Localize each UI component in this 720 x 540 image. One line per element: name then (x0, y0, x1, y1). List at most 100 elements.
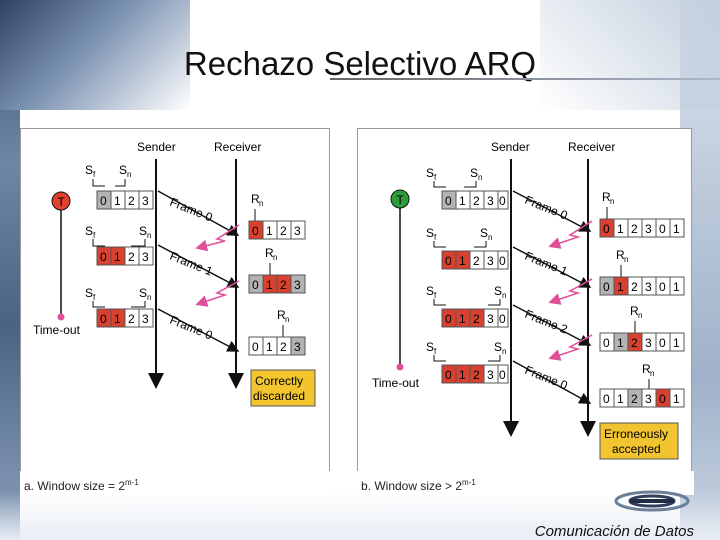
svg-text:f: f (434, 291, 437, 300)
svg-text:n: n (502, 347, 506, 356)
sender-label: Sender (491, 140, 530, 154)
title-underline (330, 78, 720, 80)
sender-window-1: S f S n 0 1 2 3 0 (426, 166, 509, 210)
svg-text:1: 1 (673, 222, 680, 236)
svg-text:n: n (488, 233, 492, 242)
svg-text:1: 1 (266, 340, 273, 354)
sender-window-1: S f S n 0 1 2 3 (85, 163, 154, 210)
svg-text:S: S (480, 226, 488, 240)
svg-text:1: 1 (114, 250, 121, 264)
svg-text:0: 0 (252, 278, 259, 292)
ack-arrow-3 (548, 334, 593, 361)
svg-text:3: 3 (645, 222, 652, 236)
svg-text:2: 2 (631, 392, 638, 406)
timer-icon (51, 191, 71, 211)
svg-text:2: 2 (631, 280, 638, 294)
svg-text:n: n (147, 293, 151, 302)
svg-text:n: n (259, 199, 263, 208)
frame-label-1: Frame 0 (168, 195, 215, 225)
svg-text:0: 0 (445, 254, 452, 268)
svg-text:S: S (426, 340, 434, 354)
svg-text:discarded: discarded (253, 389, 305, 403)
svg-text:S: S (85, 286, 93, 300)
receiver-label: Receiver (214, 140, 261, 154)
svg-text:n: n (273, 253, 277, 262)
svg-text:2: 2 (280, 278, 287, 292)
svg-text:accepted: accepted (612, 442, 661, 456)
background-left-band (0, 0, 20, 540)
svg-text:n: n (610, 197, 614, 206)
svg-text:0: 0 (445, 194, 452, 208)
ack-arrow-2 (548, 278, 593, 305)
svg-text:0: 0 (100, 250, 107, 264)
note-correctly-discarded: Correctly discarded (250, 369, 316, 407)
receiver-label: Receiver (568, 140, 615, 154)
svg-text:0: 0 (659, 336, 666, 350)
frame-arrow-1 (512, 190, 592, 232)
sender-window-3: S f S n 0 1 2 3 (85, 286, 154, 328)
svg-text:2: 2 (128, 194, 135, 208)
svg-text:S: S (85, 163, 93, 177)
svg-text:f: f (93, 170, 96, 179)
svg-text:f: f (93, 293, 96, 302)
svg-text:S: S (139, 224, 147, 238)
svg-text:R: R (602, 190, 611, 204)
svg-text:2: 2 (280, 340, 287, 354)
svg-text:3: 3 (645, 336, 652, 350)
frame-arrow-2 (157, 244, 240, 288)
svg-text:R: R (251, 192, 260, 206)
svg-text:0: 0 (499, 312, 506, 326)
frame-label-2: Frame 1 (523, 249, 570, 279)
svg-text:R: R (616, 248, 625, 262)
svg-text:S: S (139, 286, 147, 300)
svg-text:0: 0 (603, 392, 610, 406)
frame-arrow-2 (512, 246, 592, 288)
svg-text:3: 3 (487, 194, 494, 208)
svg-text:Correctly: Correctly (255, 374, 303, 388)
svg-text:R: R (265, 246, 274, 260)
svg-text:3: 3 (487, 368, 494, 382)
frame-arrow-1 (157, 190, 240, 236)
receiver-window-3: R n 0 1 2 3 (248, 308, 306, 356)
frame-label-4: Frame 0 (523, 363, 570, 393)
svg-text:n: n (147, 231, 151, 240)
ack-arrow-1 (195, 224, 240, 252)
svg-text:1: 1 (266, 278, 273, 292)
background-top-right-decoration (540, 0, 720, 110)
svg-text:S: S (494, 284, 502, 298)
panel-a: Sender Receiver T Time-out S f S n (20, 128, 330, 473)
logo-icon (614, 490, 690, 512)
svg-text:0: 0 (499, 368, 506, 382)
svg-text:3: 3 (487, 312, 494, 326)
svg-text:S: S (426, 166, 434, 180)
svg-text:1: 1 (266, 224, 273, 238)
svg-text:3: 3 (142, 312, 149, 326)
svg-text:0: 0 (445, 368, 452, 382)
svg-text:f: f (434, 173, 437, 182)
svg-text:2: 2 (128, 312, 135, 326)
frame-arrow-3 (512, 304, 592, 346)
timeout-dot (396, 363, 404, 371)
receiver-window-1: R n 0 1 2 3 0 1 (599, 190, 685, 238)
receiver-window-2: R n 0 1 2 3 0 1 (599, 248, 685, 296)
receiver-window-3: R n 0 1 2 3 0 1 (599, 304, 685, 352)
svg-text:f: f (434, 233, 437, 242)
svg-text:3: 3 (645, 280, 652, 294)
svg-text:1: 1 (617, 392, 624, 406)
svg-text:2: 2 (473, 368, 480, 382)
svg-text:T: T (397, 193, 405, 207)
timer-label: T (58, 195, 66, 209)
svg-text:0: 0 (603, 222, 610, 236)
sender-label: Sender (137, 140, 176, 154)
receiver-window-4: R n 0 1 2 3 0 1 (599, 362, 685, 408)
svg-text:0: 0 (659, 392, 666, 406)
svg-text:0: 0 (603, 336, 610, 350)
slide-title: Rechazo Selectivo ARQ (183, 45, 537, 82)
svg-text:2: 2 (473, 194, 480, 208)
svg-text:3: 3 (142, 194, 149, 208)
frame-label-3: Frame 2 (523, 307, 570, 337)
ack-arrow-2 (195, 280, 240, 307)
timer-icon (390, 189, 410, 209)
svg-text:S: S (85, 224, 93, 238)
svg-text:0: 0 (659, 222, 666, 236)
